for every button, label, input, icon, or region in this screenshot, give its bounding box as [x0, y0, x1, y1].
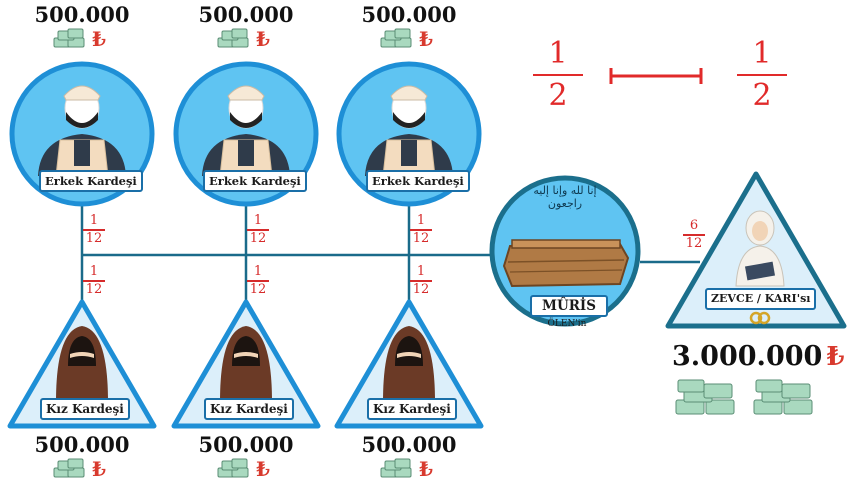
- veiled-woman-icon: [383, 326, 435, 402]
- sister-label: Kız Kardeşi: [367, 398, 457, 420]
- sister-node: Kız Kardeşi: [170, 296, 322, 432]
- spouse-share-numerator: 6: [689, 218, 699, 233]
- brother-label: Erkek Kardeşi: [366, 170, 470, 192]
- brother-share-denominator: 12: [249, 230, 267, 246]
- money-stack-icon: [380, 458, 412, 478]
- money-row: ₺: [379, 458, 433, 480]
- brother-amount: 500.000: [361, 2, 457, 27]
- brother-circle: [9, 61, 155, 207]
- deceased-sublabel: ÖLEN'in: [547, 319, 587, 329]
- veiled-woman-icon: [220, 326, 272, 402]
- brother-circle: [173, 61, 319, 207]
- spouse-amount-row: 3.000.000 ₺: [672, 341, 844, 372]
- ratio-left-numerator: 1: [548, 36, 568, 71]
- sister-label: Kız Kardeşi: [204, 398, 294, 420]
- lira-icon: ₺: [92, 457, 106, 481]
- sister-share-denominator: 12: [85, 281, 103, 297]
- brother-share-numerator: 1: [253, 213, 263, 228]
- money-row: ₺: [52, 458, 106, 480]
- sister-share: 1 12: [83, 265, 105, 297]
- money-row: ₺: [216, 458, 270, 480]
- money-stack-icon: [675, 379, 735, 415]
- ratio-right-fraction: 1 2: [737, 38, 787, 112]
- lira-icon: ₺: [419, 27, 433, 51]
- rings-icon: [749, 311, 771, 325]
- sister-share-numerator: 1: [89, 264, 99, 279]
- deceased-circle: [489, 175, 641, 327]
- spouse-node: ZEVCE / KARI'sı: [664, 166, 848, 334]
- money-stack-icon: [53, 458, 85, 478]
- money-stack-icon: [753, 379, 813, 415]
- brother-share-numerator: 1: [89, 213, 99, 228]
- brother-node: Erkek Kardeşi: [335, 60, 483, 208]
- woman-reading-icon: [735, 210, 785, 287]
- brother-share: 1 12: [410, 214, 432, 246]
- money-stack-icon: [217, 28, 249, 48]
- money-stack-icon: [217, 458, 249, 478]
- brother-label: Erkek Kardeşi: [39, 170, 143, 192]
- sister-triangle: [7, 299, 157, 429]
- sister-share-denominator: 12: [412, 281, 430, 297]
- sister-amount: 500.000: [361, 432, 457, 457]
- man-icon: [38, 85, 126, 177]
- money-row: ₺: [379, 28, 433, 50]
- brother-node: Erkek Kardeşi: [8, 60, 156, 208]
- spouse-share-denominator: 12: [685, 235, 703, 251]
- money-stack-icon: [53, 28, 85, 48]
- man-icon: [202, 85, 290, 177]
- sister-label: Kız Kardeşi: [40, 398, 130, 420]
- man-icon: [365, 85, 453, 177]
- money-row: ₺: [216, 28, 270, 50]
- veiled-woman-icon: [56, 326, 108, 402]
- deceased-node: إنا لله وإنا إليه راجعون MÛRİS ÖLEN'in: [488, 174, 642, 329]
- brother-amount: 500.000: [34, 2, 130, 27]
- brother-node: Erkek Kardeşi: [172, 60, 320, 208]
- deceased-label: MÛRİS: [530, 295, 608, 317]
- sister-share: 1 12: [247, 265, 269, 297]
- sister-triangle: [334, 299, 484, 429]
- sister-amount: 500.000: [198, 432, 294, 457]
- sister-amount: 500.000: [34, 432, 130, 457]
- spouse-share: 6 12: [683, 219, 705, 251]
- sister-node: Kız Kardeşi: [333, 296, 485, 432]
- sister-share: 1 12: [410, 265, 432, 297]
- brother-label: Erkek Kardeşi: [203, 170, 307, 192]
- lira-icon: ₺: [92, 27, 106, 51]
- spouse-label: ZEVCE / KARI'sı: [705, 288, 817, 310]
- sister-triangle: [171, 299, 321, 429]
- ratio-connector: [609, 68, 703, 84]
- brother-share: 1 12: [247, 214, 269, 246]
- sister-share-numerator: 1: [416, 264, 426, 279]
- ratio-left-denominator: 2: [548, 78, 568, 113]
- brother-share: 1 12: [83, 214, 105, 246]
- ratio-right-denominator: 2: [752, 78, 772, 113]
- sister-share-denominator: 12: [249, 281, 267, 297]
- money-row: ₺: [52, 28, 106, 50]
- lira-icon: ₺: [256, 457, 270, 481]
- sister-share-numerator: 1: [253, 264, 263, 279]
- lira-icon: ₺: [256, 27, 270, 51]
- brother-share-numerator: 1: [416, 213, 426, 228]
- money-stack-icon: [380, 28, 412, 48]
- calligraphy-text: إنا لله وإنا إليه راجعون: [533, 184, 597, 210]
- brother-share-denominator: 12: [85, 230, 103, 246]
- spouse-amount: 3.000.000: [672, 341, 823, 372]
- coffin-icon: [502, 239, 630, 288]
- lira-icon: ₺: [826, 341, 845, 372]
- ratio-right-numerator: 1: [752, 36, 772, 71]
- spouse-money-stacks: [674, 378, 816, 420]
- brother-circle: [336, 61, 482, 207]
- ratio-left-fraction: 1 2: [533, 38, 583, 112]
- brother-share-denominator: 12: [412, 230, 430, 246]
- brother-amount: 500.000: [198, 2, 294, 27]
- lira-icon: ₺: [419, 457, 433, 481]
- sister-node: Kız Kardeşi: [6, 296, 158, 432]
